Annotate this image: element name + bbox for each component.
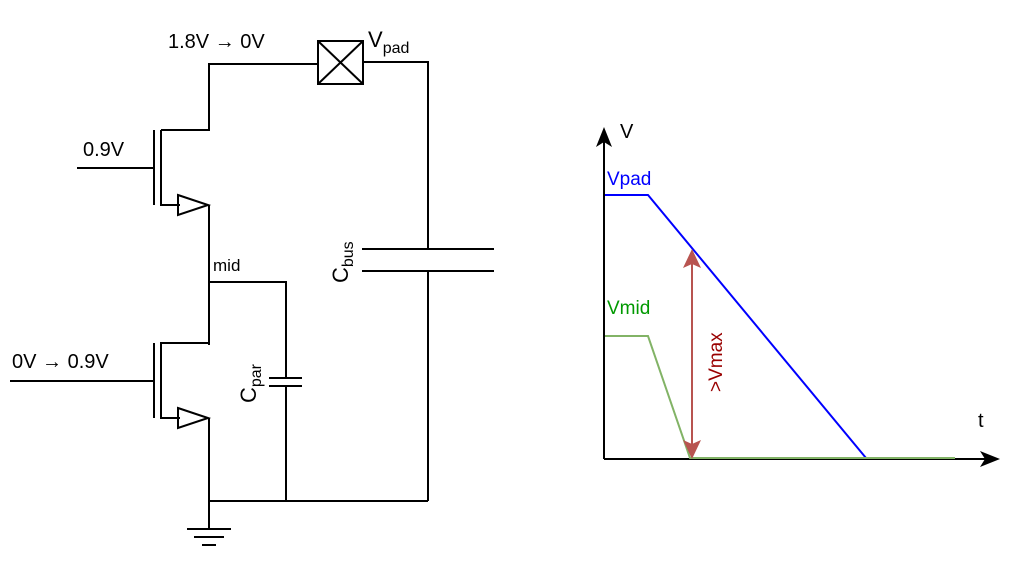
top-nmos-icon xyxy=(77,130,212,217)
y-axis-label: V xyxy=(620,121,634,143)
x-axis-label: t xyxy=(978,410,984,432)
wire-drain-to-pad xyxy=(161,63,318,131)
circuit: 1.8V → 0V Vpad 0.9V mid 0V → 0.9V Cbus C… xyxy=(10,27,494,546)
cpar-label: Cpar xyxy=(236,363,265,403)
pad-transition-label: 1.8V → 0V xyxy=(168,31,265,53)
bottom-nmos-icon xyxy=(10,342,212,430)
mid-node-label: mid xyxy=(213,256,240,275)
vmax-label: >Vmax xyxy=(706,332,727,392)
cpar-capacitor-icon xyxy=(269,377,302,387)
bottom-gate-label: 0V → 0.9V xyxy=(12,351,109,373)
wire-pad-to-cbus xyxy=(363,61,429,249)
wire-ground-bus xyxy=(208,418,428,502)
vpad-curve xyxy=(605,194,867,459)
y-axis-arrow-icon xyxy=(596,127,612,147)
x-axis-arrow-icon xyxy=(980,451,1000,467)
vpad-curve-label: Vpad xyxy=(607,169,651,190)
cbus-capacitor-icon xyxy=(362,248,494,272)
ground-icon xyxy=(187,501,231,546)
voltage-time-graph: V t Vpad Vmid >Vmax xyxy=(596,121,1000,467)
cbus-label: Cbus xyxy=(328,241,357,283)
vmax-double-arrow-icon xyxy=(683,249,701,459)
vpad-label: Vpad xyxy=(368,27,409,57)
pad-icon xyxy=(317,40,364,85)
vmid-curve xyxy=(605,335,955,459)
top-gate-label: 0.9V xyxy=(83,139,125,161)
wire-mid-to-cpar xyxy=(209,281,287,378)
vmid-curve-label: Vmid xyxy=(607,298,650,319)
